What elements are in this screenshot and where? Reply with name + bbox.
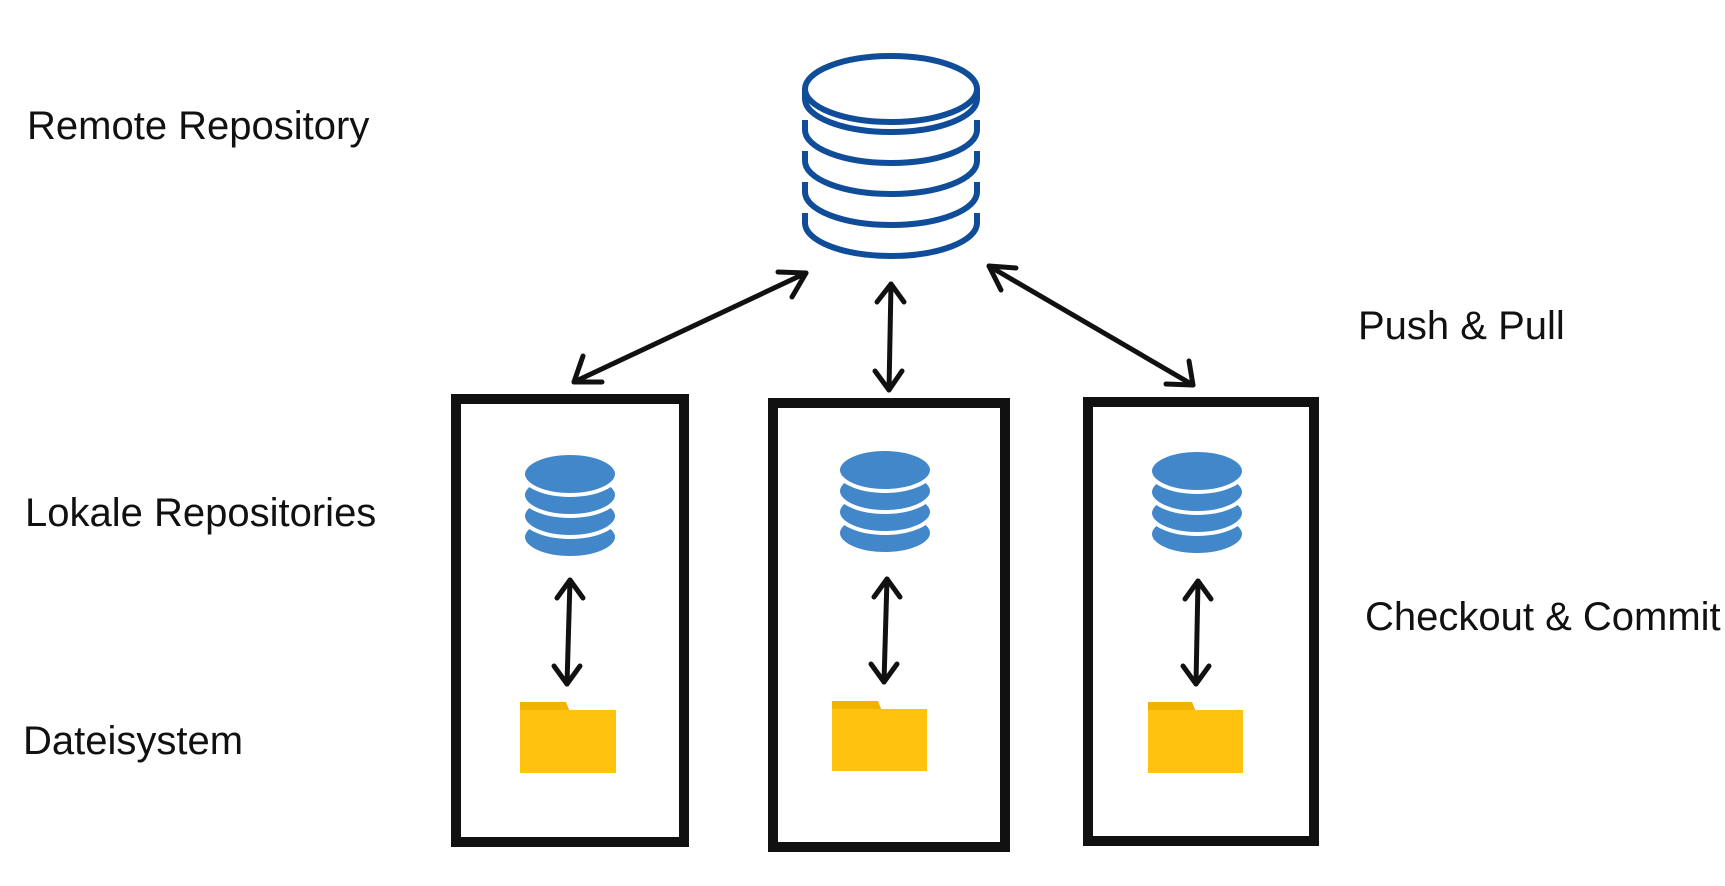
checkout-commit-arrow-3: [1180, 578, 1214, 687]
label-local-repositories: Lokale Repositories: [25, 491, 376, 535]
local-box-1: [451, 394, 689, 847]
checkout-commit-arrow-1: [551, 577, 586, 687]
folder-icon-2: [832, 701, 927, 771]
label-push-pull: Push & Pull: [1358, 304, 1565, 348]
local-box-2: [768, 398, 1010, 852]
local-database-icon-3: [1148, 448, 1246, 557]
label-remote-repository: Remote Repository: [27, 104, 369, 148]
arrow-remote-local-2: [886, 281, 894, 393]
local-workspace-1: [451, 394, 689, 847]
local-database-icon-1: [521, 451, 619, 560]
push-pull-arrows: [571, 263, 1196, 393]
checkout-commit-arrow-2: [868, 576, 903, 685]
local-box-3: [1083, 397, 1319, 846]
folder-icon-3: [1148, 702, 1243, 773]
arrow-remote-local-3: [986, 263, 1196, 388]
label-dateisystem: Dateisystem: [23, 719, 243, 763]
label-checkout-commit: Checkout & Commit: [1365, 595, 1721, 639]
local-workspace-2: [768, 398, 1010, 852]
arrow-remote-local-1: [571, 270, 809, 385]
local-database-icon-2: [836, 447, 934, 556]
folder-icon-1: [520, 702, 616, 773]
remote-database-icon: [802, 53, 980, 259]
local-workspace-3: [1083, 397, 1319, 846]
